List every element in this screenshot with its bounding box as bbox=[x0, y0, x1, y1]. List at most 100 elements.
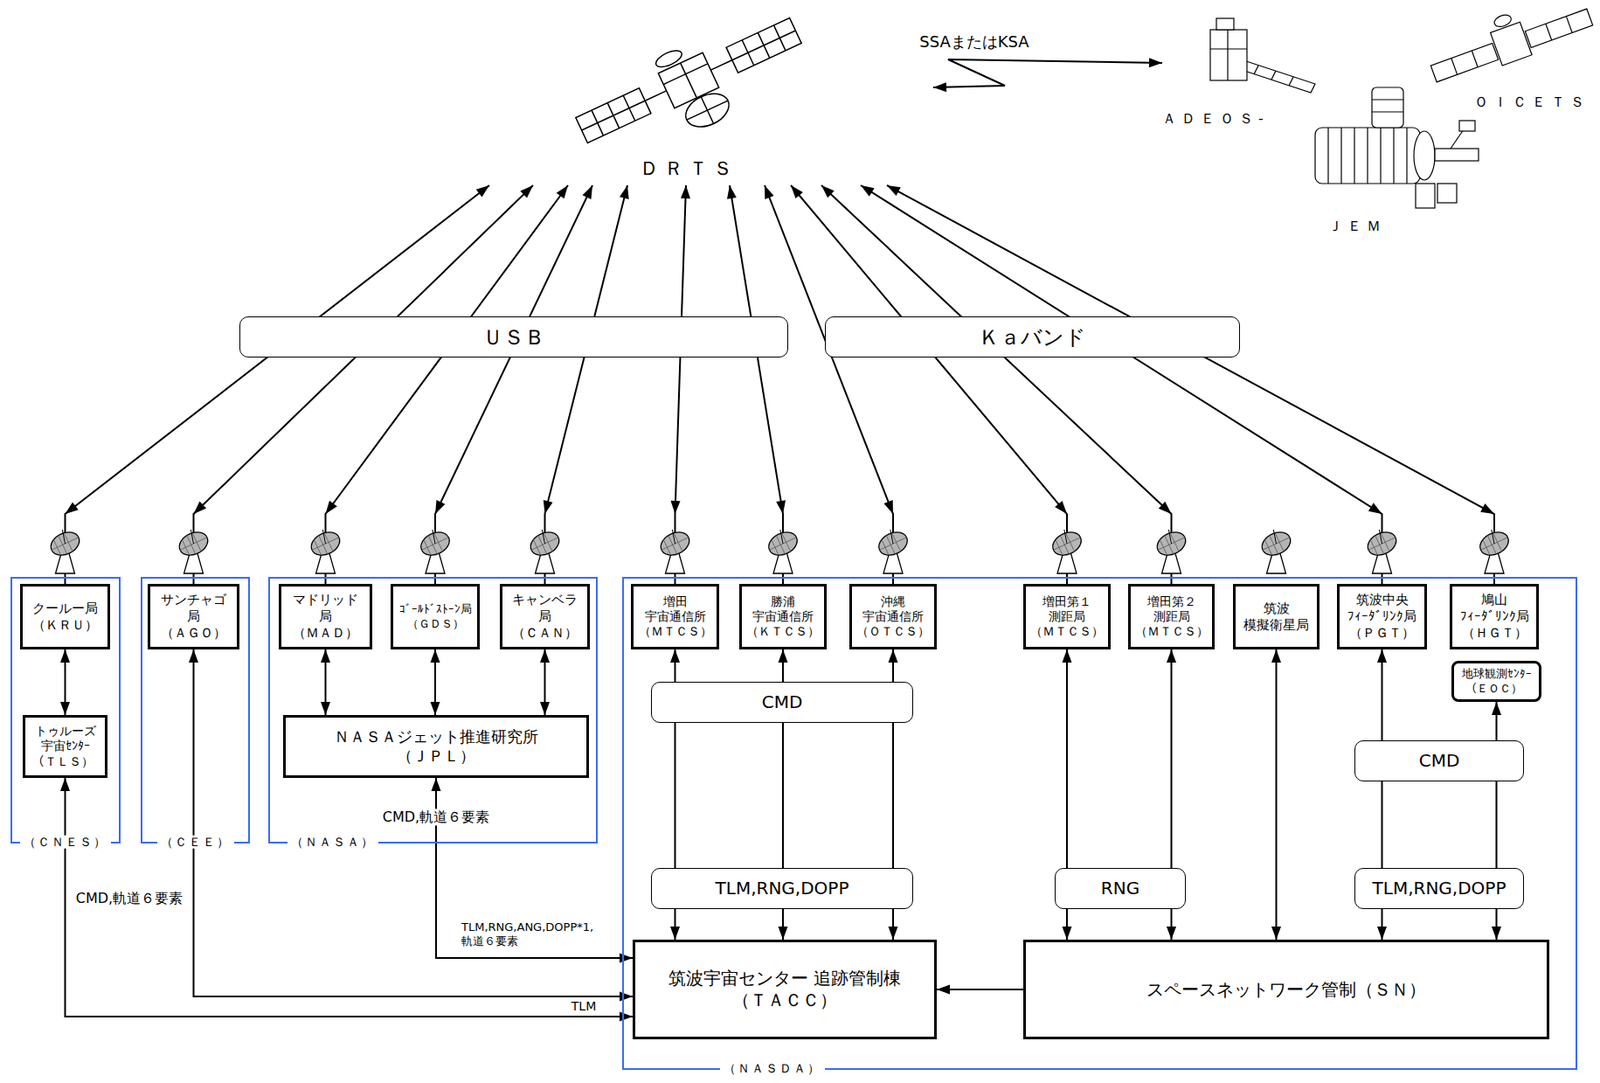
station-box: サンチャゴ 局 （ＡＧＯ） bbox=[147, 583, 240, 650]
node-label: RNG bbox=[1101, 877, 1140, 900]
signal-band: RNG bbox=[1054, 867, 1186, 909]
arrow-head bbox=[1166, 926, 1177, 940]
node-label: キャンベラ 局 （ＣＡＮ） bbox=[505, 591, 584, 641]
arrow-head bbox=[1054, 500, 1067, 514]
connector bbox=[764, 185, 894, 584]
node-label: TLM,RNG,DOPP bbox=[715, 877, 850, 900]
agency-group: （ＣＮＥＳ）クールー局 （ＫＲＵ）トゥルーズ 宇宙ｾﾝﾀｰ （ＴＬＳ） bbox=[10, 576, 121, 844]
node-label: トゥルーズ 宇宙ｾﾝﾀｰ （ＴＬＳ） bbox=[28, 723, 102, 770]
module-label: ＪＥＭ bbox=[1293, 100, 1486, 241]
arrow-head bbox=[60, 777, 70, 791]
antenna-dish bbox=[1256, 524, 1295, 574]
arrow-head bbox=[519, 185, 534, 198]
connector-line bbox=[764, 185, 894, 584]
arrow-head bbox=[60, 649, 70, 663]
node-label: ＮＡＳＡジェット推進研究所 （ＪＰＬ） bbox=[320, 727, 552, 767]
group-label: （ＮＡＳＤＡ） bbox=[720, 1060, 825, 1074]
arrow-head bbox=[670, 649, 680, 663]
adeos-satellite bbox=[1210, 18, 1316, 93]
node-label: 増田第１ 測距局 （ＭＴＣＳ） bbox=[1029, 594, 1105, 639]
connector-line bbox=[325, 185, 569, 584]
arrow-head bbox=[325, 500, 338, 514]
arrow-head bbox=[431, 777, 442, 791]
signal-band: CMD bbox=[651, 681, 914, 723]
connector-line bbox=[193, 185, 534, 584]
node-label: 増田 宇宙通信所 （ＭＴＣＳ） bbox=[637, 594, 714, 639]
node-label: ＵＳＢ bbox=[482, 324, 546, 351]
node-label: ＪＥＭ bbox=[1328, 217, 1486, 236]
arrow-head bbox=[1166, 649, 1177, 663]
satellite-label: ＤＲＴＳ bbox=[443, 17, 934, 186]
edge-label: SSAまたはKSA bbox=[916, 32, 1032, 52]
node-label: 勝浦 宇宙通信所 （ＫＴＣＳ） bbox=[745, 594, 821, 639]
arrow-head bbox=[886, 185, 901, 196]
connector bbox=[435, 185, 593, 584]
antenna-dish bbox=[45, 524, 84, 574]
station-box: 増田第１ 測距局 （ＭＴＣＳ） bbox=[1023, 583, 1111, 650]
group-label: （ＣＮＥＳ） bbox=[20, 834, 111, 848]
connector-line bbox=[860, 185, 1383, 584]
arrow-head bbox=[476, 185, 490, 198]
arrow-head bbox=[860, 185, 875, 197]
connector-line bbox=[1275, 649, 1278, 940]
arrow-head bbox=[582, 185, 593, 200]
center-box: ＮＡＳＡジェット推進研究所 （ＪＰＬ） bbox=[283, 714, 589, 778]
signal-band: TLM,RNG,DOPP bbox=[1354, 867, 1524, 909]
signal-band: TLM,RNG,DOPP bbox=[651, 867, 914, 909]
arrow-head bbox=[936, 984, 950, 995]
antenna-dishes bbox=[45, 524, 1512, 574]
connector bbox=[65, 185, 491, 584]
node-label: マドリッド 局 （ＭＡＤ） bbox=[284, 591, 367, 641]
arrow-head bbox=[1377, 649, 1387, 663]
connector-line bbox=[65, 185, 491, 584]
connector-line bbox=[436, 777, 633, 958]
arrow-head bbox=[933, 82, 947, 92]
center-box: 地球観測ｾﾝﾀｰ （ＥＯＣ） bbox=[1451, 660, 1542, 702]
station-box: 増田第２ 測距局 （ＭＴＣＳ） bbox=[1128, 583, 1215, 650]
arrow-head bbox=[65, 501, 79, 514]
connector-line bbox=[545, 185, 629, 584]
connector bbox=[860, 185, 1383, 584]
arrow-head bbox=[821, 185, 835, 198]
connector bbox=[727, 185, 786, 584]
connector bbox=[188, 649, 633, 1002]
center-box: トゥルーズ 宇宙ｾﾝﾀｰ （ＴＬＳ） bbox=[22, 714, 108, 778]
satellite-label: ＯＩＣＥＴＳ bbox=[1415, 6, 1595, 117]
connector bbox=[431, 777, 634, 963]
connector bbox=[936, 984, 1024, 995]
arrow-head bbox=[435, 499, 445, 514]
node-label: 地球観測ｾﾝﾀｰ （ＥＯＣ） bbox=[1457, 666, 1536, 696]
signal-band: CMD bbox=[1354, 740, 1524, 782]
node-label: TLM,RNG,DOPP bbox=[1372, 877, 1507, 900]
node-label: ＯＩＣＥＴＳ bbox=[1415, 93, 1590, 111]
antenna-dish bbox=[525, 524, 563, 574]
station-box: クールー局 （ＫＲＵ） bbox=[20, 583, 111, 650]
arrow-head bbox=[1491, 701, 1502, 715]
arrow-head bbox=[883, 499, 894, 514]
node-label: 鳩山 ﾌｨｰﾀﾞﾘﾝｸ局 （ＨＧＴ） bbox=[1455, 591, 1533, 641]
arrow-head bbox=[188, 649, 199, 663]
arrow-head bbox=[888, 649, 899, 663]
arrow-head bbox=[540, 649, 550, 663]
control-center-box: 筑波宇宙センター 追跡管制棟（ＴＡＣＣ） bbox=[632, 939, 937, 1039]
arrow-head bbox=[1149, 57, 1163, 68]
connector bbox=[790, 185, 1067, 584]
node-label: サンチャゴ 局 （ＡＧＯ） bbox=[153, 591, 234, 641]
arrow-head bbox=[619, 185, 630, 200]
arrow-head bbox=[778, 926, 789, 940]
connector-line bbox=[435, 185, 593, 584]
connector bbox=[60, 649, 70, 715]
connector bbox=[886, 185, 1495, 584]
band-box: Ｋａバンド bbox=[824, 316, 1240, 358]
arrow-head bbox=[671, 500, 681, 514]
station-box: 沖縄 宇宙通信所 （ＯＴＣＳ） bbox=[849, 583, 937, 650]
oicets-satellite bbox=[1422, 0, 1595, 89]
connector-line bbox=[933, 59, 1163, 88]
station-box: 筑波中央 ﾌｨｰﾀﾞﾘﾝｸ局 （ＰＧＴ） bbox=[1336, 583, 1427, 650]
arrow-head bbox=[680, 185, 691, 199]
arrow-head bbox=[1271, 649, 1282, 663]
station-box: 増田 宇宙通信所 （ＭＴＣＳ） bbox=[630, 583, 720, 650]
agency-group: （ＮＡＳＡ）マドリッド 局 （ＭＡＤ）ｺﾞｰﾙﾄﾞｽﾄｰﾝ局 （ＧＤＳ）キャンベ… bbox=[268, 576, 598, 844]
station-box: 筑波 模擬衛星局 bbox=[1232, 583, 1320, 650]
